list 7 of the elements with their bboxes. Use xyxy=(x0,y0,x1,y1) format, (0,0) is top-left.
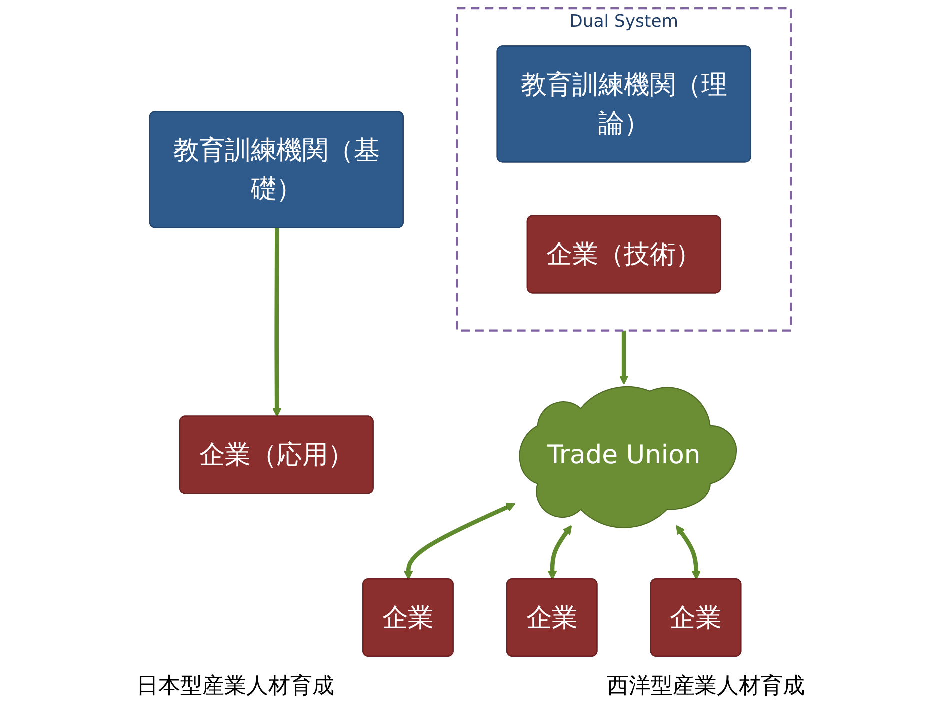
arrow xyxy=(548,525,572,580)
arrow xyxy=(676,525,702,580)
column-caption: 西洋型産業人材育成 xyxy=(606,673,805,701)
arrow xyxy=(404,503,516,580)
column-caption: 日本型産業人材育成 xyxy=(136,673,334,701)
arrow xyxy=(619,330,629,385)
arrow xyxy=(272,228,282,418)
